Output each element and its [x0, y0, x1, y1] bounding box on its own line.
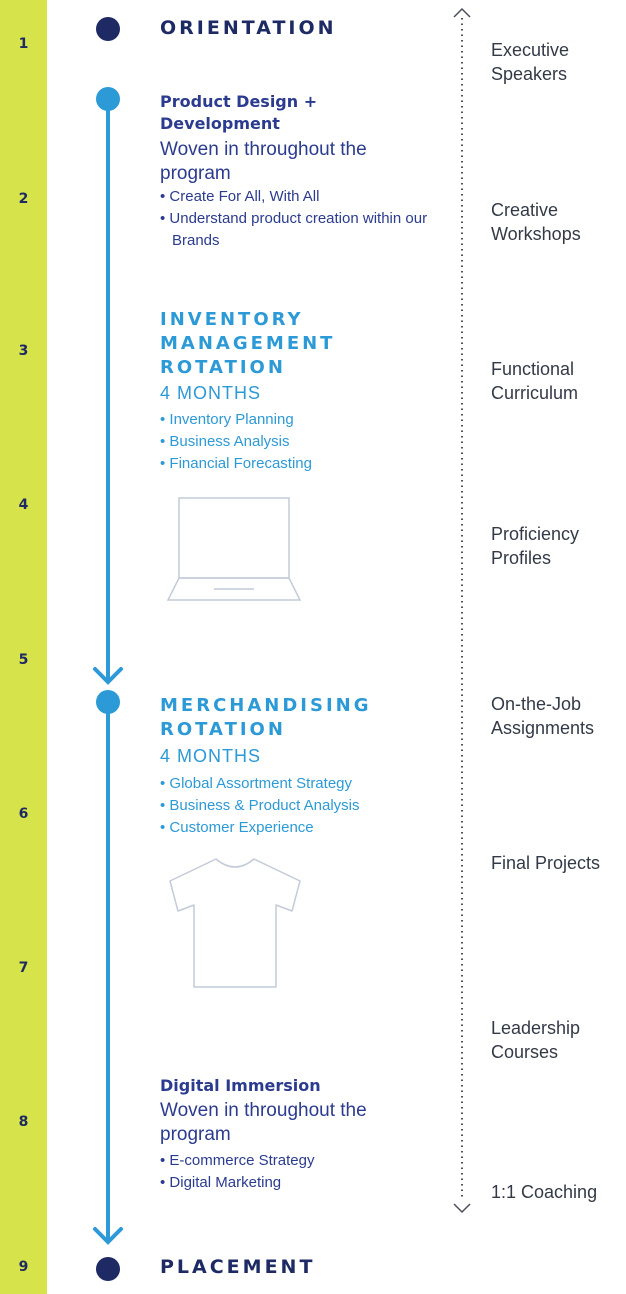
laptop-icon — [166, 497, 302, 601]
product-design-dot — [96, 87, 120, 111]
support-item-leadership-courses: Leadership Courses — [491, 1018, 581, 1062]
merchandising-rotation-title: MERCHANDISING ROTATION — [160, 695, 372, 740]
month-number: 6 — [18, 806, 29, 822]
inventory-bullets: • Inventory Planning • Business Analysis… — [160, 409, 430, 475]
list-item: • Understand product creation within our… — [160, 210, 428, 249]
support-item-functional-curriculum: Functional Curriculum — [491, 359, 579, 403]
month-number: 1 — [18, 36, 29, 52]
support-item-executive-speakers: Executive Speakers — [491, 40, 570, 84]
arrow-down-icon — [93, 667, 123, 685]
digital-immersion-title: Digital Immersion — [160, 1076, 321, 1095]
placement-label: PLACEMENT — [160, 1256, 316, 1278]
chevron-up-icon — [453, 7, 471, 18]
month-number: 3 — [18, 343, 29, 359]
support-item-creative-workshops: Creative Workshops — [491, 200, 581, 244]
list-item: • E-commerce Strategy — [160, 1152, 315, 1169]
list-item: • Global Assortment Strategy — [160, 775, 353, 792]
support-item-proficiency-profiles: Proficiency Profiles — [491, 524, 580, 568]
digital-immersion-bullets: • E-commerce Strategy • Digital Marketin… — [160, 1150, 430, 1194]
inventory-duration: 4 MONTHS — [160, 383, 262, 403]
support-item-on-the-job-assignments: On-the-Job Assignments — [491, 694, 595, 738]
support-item-coaching: 1:1 Coaching — [491, 1182, 598, 1202]
chevron-down-icon — [453, 1203, 471, 1214]
placement-dot — [96, 1257, 120, 1281]
inventory-rotation-title: INVENTORY MANAGEMENT ROTATION — [160, 309, 336, 378]
list-item: • Customer Experience — [160, 819, 314, 836]
tshirt-icon — [169, 858, 301, 988]
month-number: 7 — [18, 960, 29, 976]
digital-immersion-desc: Woven in throughout the program — [160, 1100, 367, 1145]
month-bar — [0, 0, 47, 1294]
month-number: 9 — [18, 1259, 29, 1275]
orientation-label: ORIENTATION — [160, 17, 337, 39]
list-item: • Financial Forecasting — [160, 455, 312, 472]
month-number: 8 — [18, 1114, 29, 1130]
list-item: • Create For All, With All — [160, 188, 320, 205]
arrow-down-icon — [93, 1227, 123, 1245]
orientation-dot — [96, 17, 120, 41]
list-item: • Inventory Planning — [160, 411, 294, 428]
list-item: • Business & Product Analysis — [160, 797, 360, 814]
merchandising-bullets: • Global Assortment Strategy • Business … — [160, 773, 430, 839]
list-item: • Digital Marketing — [160, 1174, 282, 1191]
month-number: 2 — [18, 191, 29, 207]
product-design-bullets: • Create For All, With All • Understand … — [160, 186, 430, 252]
month-number: 5 — [18, 652, 29, 668]
list-item: • Business Analysis — [160, 433, 290, 450]
support-item-final-projects: Final Projects — [491, 853, 601, 873]
merchandising-dot — [96, 690, 120, 714]
product-design-title: Product Design + Development — [160, 92, 318, 133]
month-number: 4 — [18, 497, 29, 513]
product-design-desc: Woven in throughout the program — [160, 139, 367, 184]
merchandising-duration: 4 MONTHS — [160, 746, 262, 766]
